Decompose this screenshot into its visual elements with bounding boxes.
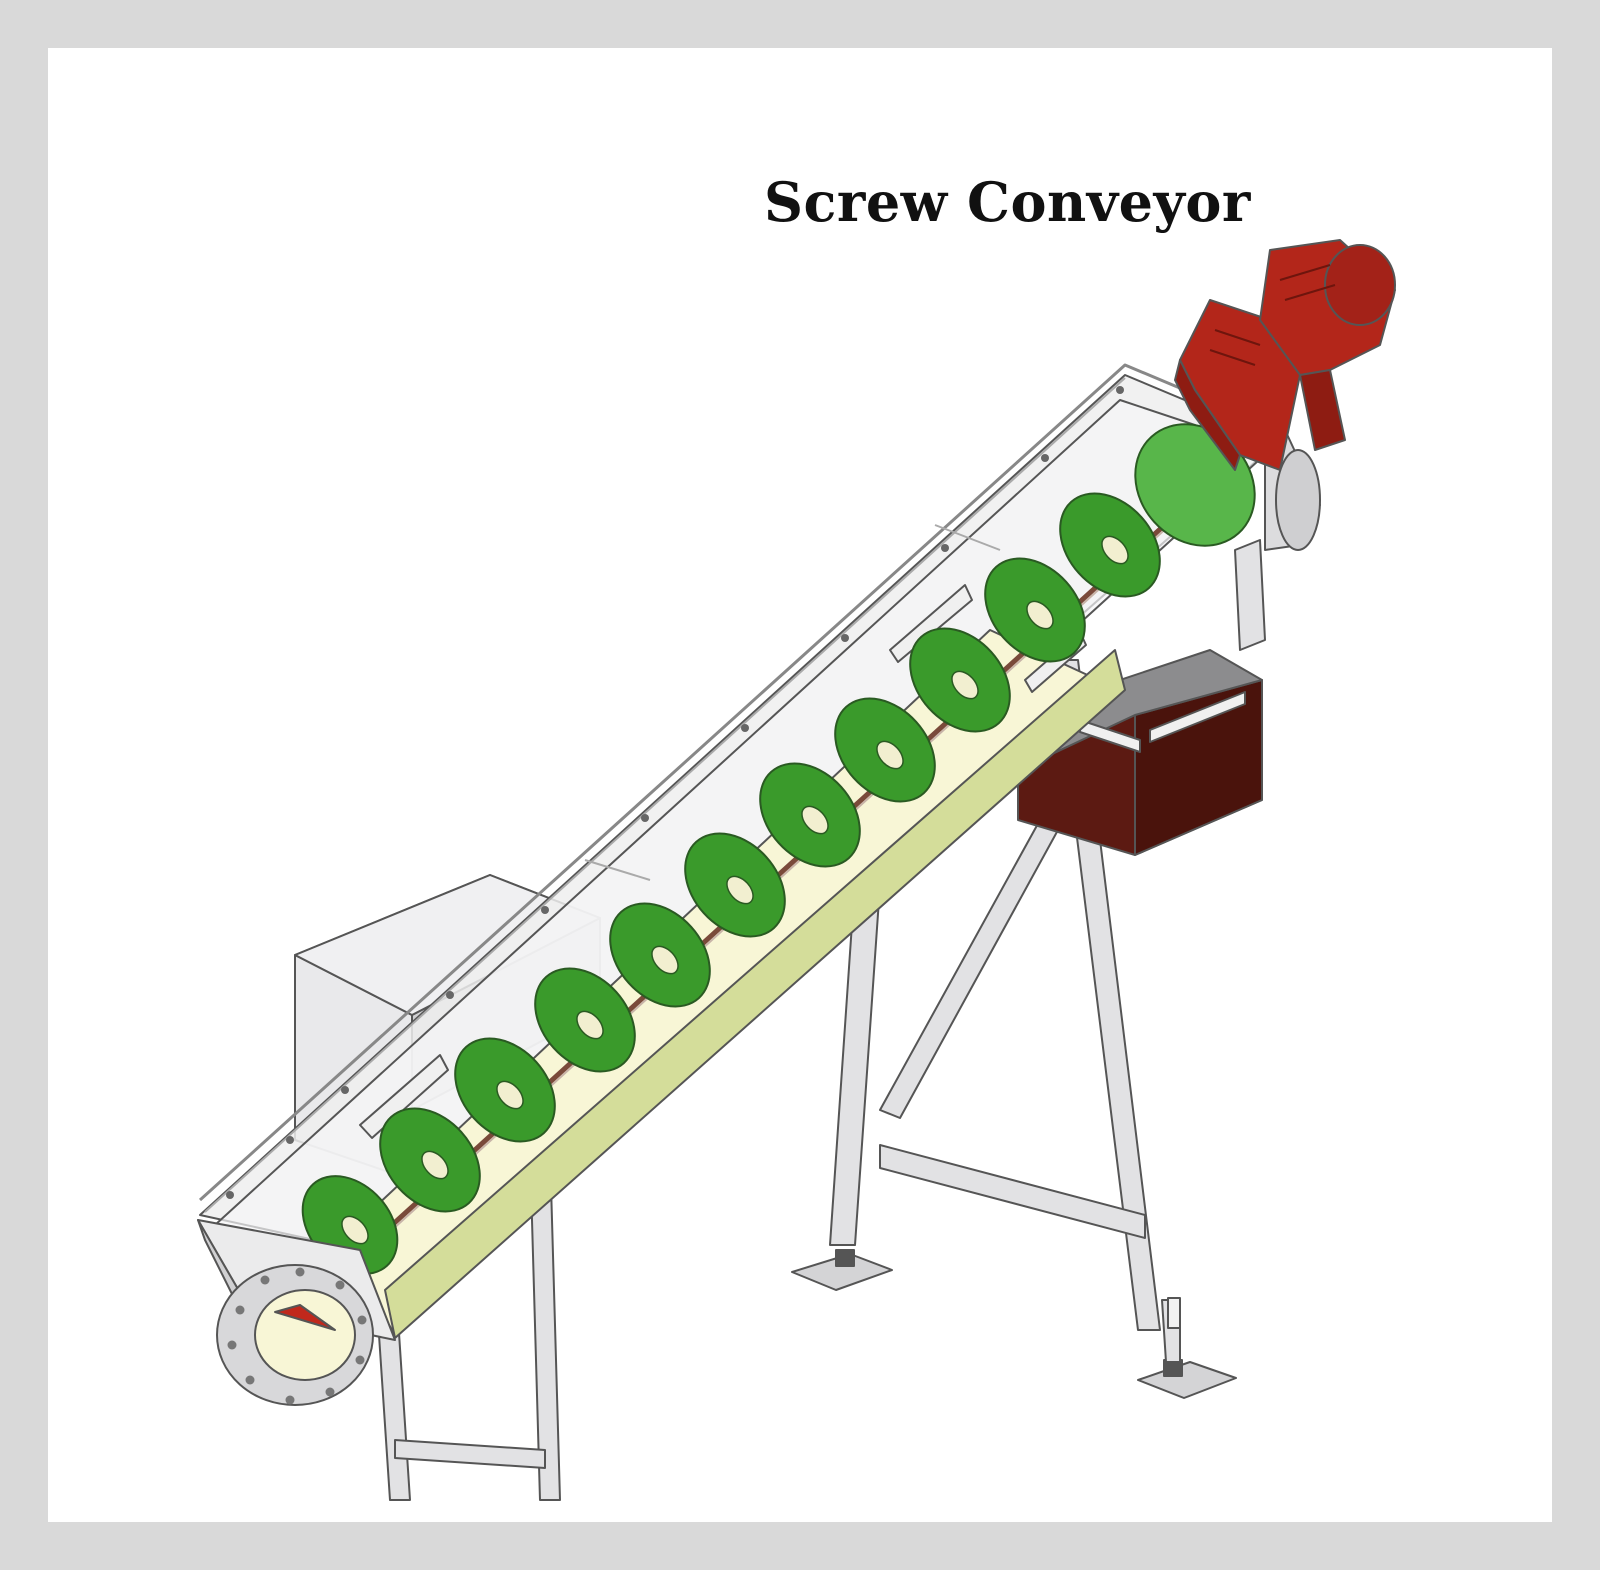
cover-latch	[359, 1054, 449, 1139]
chute-clip	[1149, 691, 1246, 743]
discharge-chute	[1017, 649, 1263, 856]
foot-bolt	[835, 1249, 855, 1267]
foot-plate-left	[791, 1253, 893, 1291]
trough-bottom	[384, 649, 1126, 1339]
rear-support-stand	[377, 659, 1237, 1501]
diagram-title: Screw Conveyor	[764, 170, 1251, 234]
foot-plate-right	[1137, 1361, 1237, 1399]
gear-motor	[1174, 239, 1396, 471]
cover-latch	[889, 584, 973, 663]
screw-flights	[301, 423, 1256, 1275]
inlet-end-flange	[197, 1219, 396, 1406]
